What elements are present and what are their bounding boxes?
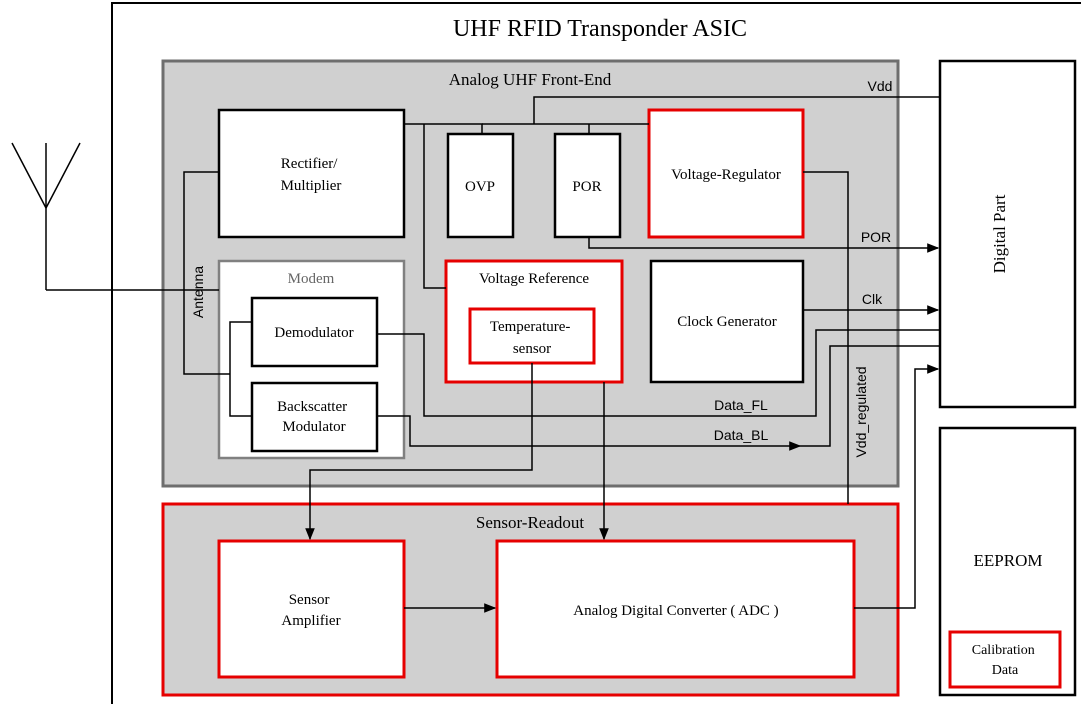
vdd-regulated-signal-label: Vdd_regulated xyxy=(853,366,869,457)
antenna-icon xyxy=(11,142,81,290)
voltage-regulator-label: Voltage-Regulator xyxy=(671,167,781,183)
asic-title: UHF RFID Transponder ASIC xyxy=(453,16,747,42)
data-bl-signal-label: Data_BL xyxy=(714,427,769,443)
clock-generator-label: Clock Generator xyxy=(677,314,777,330)
backscatter-modulator-label: Backscatter Modulator xyxy=(277,399,351,435)
sensor-amplifier-block xyxy=(217,539,406,679)
signal-wires xyxy=(46,96,940,613)
sensor-amplifier-label: Sensor Amplifier xyxy=(281,592,340,629)
ovp-block xyxy=(446,132,515,239)
demodulator-block xyxy=(250,296,379,368)
calibration-data-label: Calibration Data xyxy=(972,643,1039,678)
eeprom-label: EEPROM xyxy=(974,551,1043,570)
rectifier-multiplier-label: Rectifier/ Multiplier xyxy=(281,156,342,194)
calibration-data-block xyxy=(948,630,1062,689)
demodulator-label: Demodulator xyxy=(274,325,353,341)
sensor-readout-label: Sensor-Readout xyxy=(476,513,585,532)
data-fl-signal-label: Data_FL xyxy=(714,397,768,413)
clk-signal-label: Clk xyxy=(862,291,883,307)
modem-label: Modem xyxy=(288,271,335,287)
rectifier-multiplier-block xyxy=(217,108,406,239)
por-block xyxy=(553,132,622,239)
voltage-regulator-block xyxy=(647,108,805,239)
adc-block xyxy=(495,539,856,679)
clock-generator-block xyxy=(649,259,805,384)
digital-part-block xyxy=(938,59,1077,409)
vdd-signal-label: Vdd xyxy=(868,78,893,94)
temperature-sensor-label: Temperature- sensor xyxy=(490,319,574,357)
adc-label: Analog Digital Converter ( ADC ) xyxy=(573,603,778,619)
voltage-reference-label: Voltage Reference xyxy=(479,271,589,287)
por-label: POR xyxy=(572,179,601,195)
temperature-sensor-block xyxy=(468,307,596,365)
antenna-signal-label: Antenna xyxy=(190,266,206,318)
analog-front-end-label: Analog UHF Front-End xyxy=(449,70,612,89)
backscatter-modulator-block xyxy=(250,381,379,453)
ovp-label: OVP xyxy=(465,179,495,195)
por-signal-label: POR xyxy=(861,229,891,245)
digital-part-label: Digital Part xyxy=(990,194,1009,273)
